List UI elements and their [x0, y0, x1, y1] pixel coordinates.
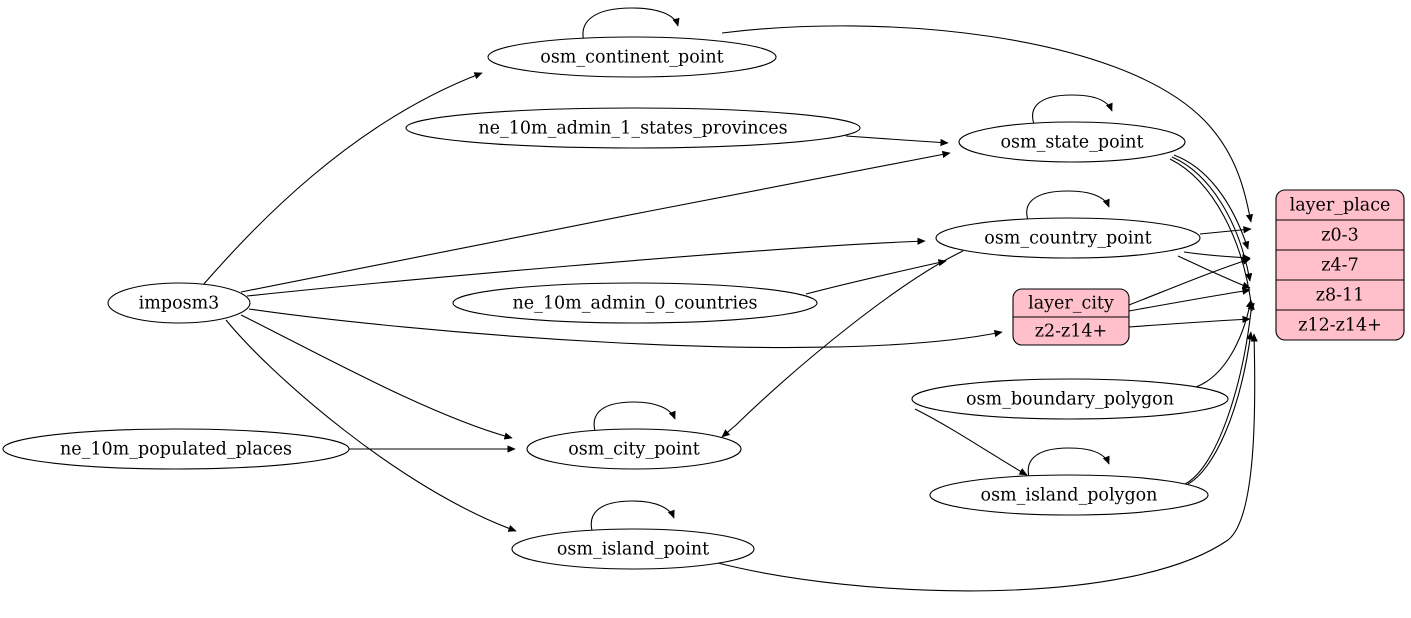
- node-label-osm-state-point: osm_state_point: [1000, 133, 1143, 153]
- edge-imposm3-osm-island-point: [225, 319, 517, 532]
- node-label-osm-country-point: osm_country_point: [984, 229, 1151, 249]
- layer-city-title: layer_city: [1028, 294, 1114, 314]
- edge-osm-country-point-layer-place-z8: [1177, 255, 1251, 289]
- edge-osm-island-point-layer-place-z12: [713, 333, 1258, 592]
- edge-osm-boundary-polygon-layer-place-z8: [1195, 299, 1254, 388]
- edge-layer-city-layer-place-z4: [1128, 257, 1251, 306]
- edge-osm-country-point-layer-place-z4: [1183, 251, 1251, 262]
- node-label-osm-island-point: osm_island_point: [557, 540, 709, 560]
- node-label-osm-city-point: osm_city_point: [568, 440, 700, 460]
- edge-layer-city-z2-layer-place-z12: [1128, 315, 1251, 328]
- node-label-imposm3: imposm3: [139, 294, 220, 314]
- edge-ne-states-osm-state-point: [845, 135, 949, 147]
- layer-place-row-z8[interactable]: z8-11: [1316, 286, 1365, 306]
- edge-self-osm-island-point: [590, 500, 675, 538]
- node-label-ne-10m-admin-0-countries: ne_10m_admin_0_countries: [513, 294, 758, 314]
- layer-place-title: layer_place: [1290, 196, 1391, 216]
- node-osm-boundary-polygon[interactable]: osm_boundary_polygon: [911, 378, 1229, 420]
- edge-osm-country-point-layer-place-z0: [1199, 226, 1252, 235]
- node-ne-10m-populated-places[interactable]: ne_10m_populated_places: [2, 428, 350, 470]
- node-osm-continent-point[interactable]: osm_continent_point: [487, 36, 777, 78]
- node-ne-10m-admin-0-countries[interactable]: ne_10m_admin_0_countries: [452, 282, 818, 324]
- edge-layer: [202, 7, 1258, 592]
- node-osm-city-point[interactable]: osm_city_point: [526, 428, 742, 470]
- edge-osm-island-polygon-layer-place-z12: [1187, 331, 1254, 485]
- edge-osm-state-point-layer-place-z4: [1173, 154, 1250, 250]
- node-layer-place[interactable]: layer_place z0-3 z4-7 z8-11 z12-z14+: [1275, 189, 1405, 341]
- node-osm-country-point[interactable]: osm_country_point: [935, 217, 1201, 259]
- edge-imposm3-osm-continent-point: [202, 72, 483, 286]
- edge-imposm3-osm-country-point: [246, 237, 926, 297]
- node-osm-island-polygon[interactable]: osm_island_polygon: [929, 474, 1209, 516]
- node-osm-state-point[interactable]: osm_state_point: [958, 121, 1186, 163]
- edge-self-osm-city-point: [593, 401, 676, 438]
- edge-layer-city-layer-place-z8: [1128, 287, 1251, 312]
- node-label-osm-island-polygon: osm_island_polygon: [981, 486, 1158, 506]
- layer-city-row-z2[interactable]: z2-z14+: [1035, 322, 1107, 342]
- node-imposm3[interactable]: imposm3: [107, 282, 251, 324]
- node-label-osm-continent-point: osm_continent_point: [540, 48, 723, 68]
- node-ne-10m-admin-1-states-provinces[interactable]: ne_10m_admin_1_states_provinces: [405, 107, 861, 149]
- edge-imposm3-layer-city: [248, 308, 1003, 349]
- edge-self-osm-country-point: [1026, 190, 1110, 226]
- edge-ne-countries-osm-country-point: [805, 259, 947, 295]
- edge-osm-boundary-polygon-osm-island-polygon: [914, 408, 1028, 476]
- edge-imposm3-osm-city-point: [240, 314, 513, 440]
- node-label-osm-boundary-polygon: osm_boundary_polygon: [966, 390, 1174, 410]
- layer-place-row-z12[interactable]: z12-z14+: [1298, 316, 1382, 336]
- layer-place-row-z4[interactable]: z4-7: [1321, 256, 1358, 276]
- edge-osm-continent-point-layer-place-z0: [721, 25, 1254, 223]
- node-osm-island-point[interactable]: osm_island_point: [511, 528, 755, 570]
- edge-self-osm-continent-point: [582, 7, 680, 46]
- edge-imposm3-osm-state-point: [240, 150, 951, 293]
- node-label-ne-10m-populated-places: ne_10m_populated_places: [60, 440, 292, 460]
- layer-place-body[interactable]: [1275, 189, 1405, 341]
- edge-self-osm-state-point: [1032, 94, 1113, 130]
- layer-place-row-z0[interactable]: z0-3: [1321, 226, 1358, 246]
- edge-self-osm-island-polygon: [1027, 447, 1110, 484]
- node-layer: imposm3 osm_continent_point ne_10m_admin…: [2, 36, 1405, 570]
- node-layer-city[interactable]: layer_city z2-z14+: [1012, 288, 1130, 346]
- node-label-ne-10m-admin-1-states-provinces: ne_10m_admin_1_states_provinces: [478, 119, 787, 139]
- edge-osm-country-point-osm-city-point: [721, 250, 964, 438]
